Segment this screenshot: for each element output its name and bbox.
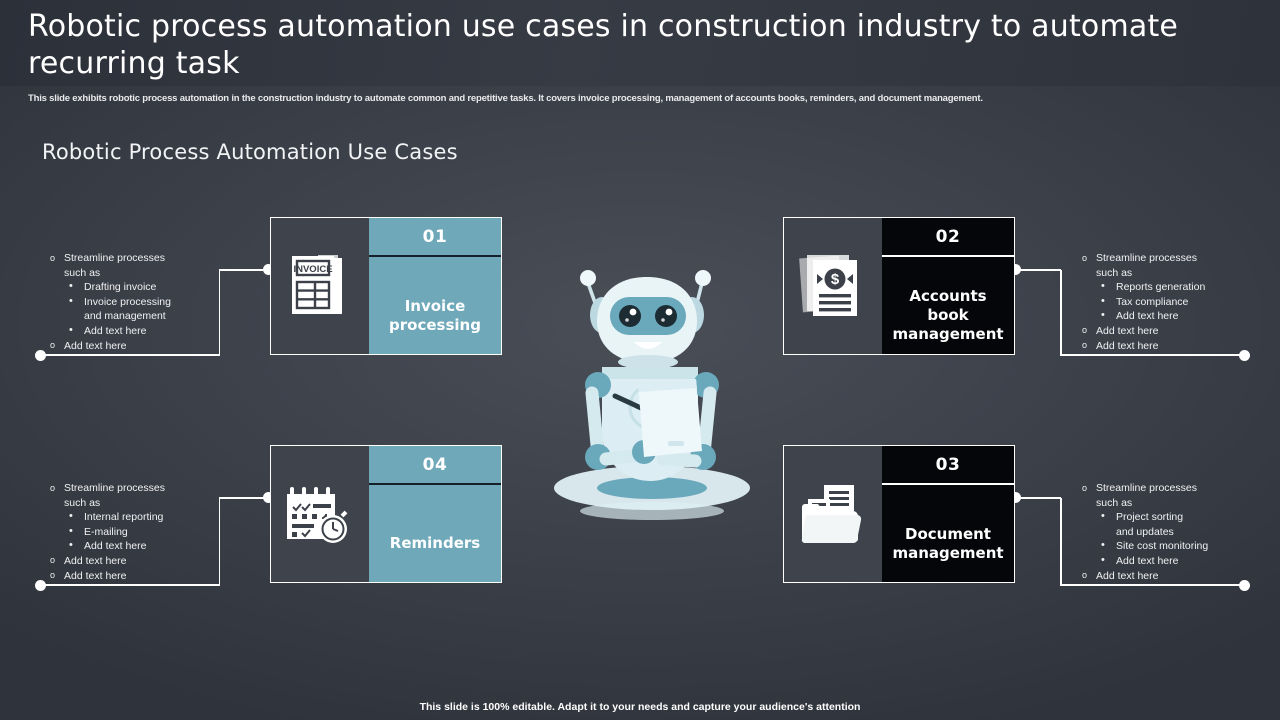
card-02-accounts-book-management[interactable]: $ 02 Accounts book management [783, 217, 1015, 355]
bullet-item: Add text here [1070, 323, 1280, 339]
card-01-number: 01 [422, 227, 448, 247]
connector-endpoint-dot-bottom-right [1239, 580, 1250, 591]
bullet-item: Internal reporting [38, 509, 248, 525]
bullet-item: Add text here [38, 323, 248, 339]
connector-card-dot-01 [263, 264, 274, 275]
bullet-item: Add text here [38, 553, 248, 569]
accounts-money-document-icon: $ [784, 218, 882, 354]
bullet-item: Project sorting [1070, 509, 1280, 525]
card-04-divider [369, 483, 501, 485]
bullet-item: Add text here [1070, 568, 1280, 584]
connector-endpoint-dot-top-left [35, 350, 46, 361]
invoice-document-icon: INVOICE [271, 218, 369, 354]
bullet-item: E-mailing [38, 524, 248, 540]
bullet-item: Reports generation [1070, 279, 1280, 295]
connector-line-top-right-to-card [1015, 269, 1061, 271]
card-03-body: 03 Document management [882, 446, 1014, 582]
card-02-body: 02 Accounts book management [882, 218, 1014, 354]
card-04-number: 04 [422, 455, 448, 475]
connector-line-bottom-left-to-card [218, 497, 269, 499]
bullet-item: such as [1096, 266, 1133, 279]
card-02-label-line2: management [892, 325, 1004, 343]
bullet-item: Add text here [1070, 553, 1280, 569]
bullet-item: Tax compliance [1070, 294, 1280, 310]
bullet-item: such as [64, 266, 101, 279]
connector-line-top-right-horizontal [1060, 354, 1242, 356]
page-title: Robotic process automation use cases in … [28, 9, 1179, 81]
card-03-label: Document management [886, 495, 1009, 563]
card-03-document-management[interactable]: 03 Document management [783, 445, 1015, 583]
bullet-item: such as [64, 496, 101, 509]
card-03-divider [882, 483, 1014, 485]
connector-line-top-left-to-card [218, 269, 269, 271]
bullet-item: Add text here [38, 338, 248, 354]
connector-card-dot-04 [263, 492, 274, 503]
bullet-item: and management [84, 310, 166, 323]
bullet-item: Streamline processes [38, 481, 248, 496]
card-03-label-line2: management [892, 543, 1004, 562]
calendar-clock-icon [271, 446, 369, 582]
svg-text:INVOICE: INVOICE [293, 264, 332, 275]
card-04-reminders[interactable]: 04 Reminders [270, 445, 502, 583]
bullet-item: and updates [1116, 525, 1174, 538]
connector-endpoint-dot-top-right [1239, 350, 1250, 361]
card-01-invoice-processing[interactable]: INVOICE 01 Invoice processing [270, 217, 502, 355]
robot-with-clipboard-illustration [540, 245, 770, 520]
bullet-item: Add text here [38, 568, 248, 584]
connector-line-top-left-horizontal [40, 354, 220, 356]
card-01-body: 01 Invoice processing [369, 218, 501, 354]
connector-line-bottom-right-horizontal [1060, 584, 1242, 586]
connector-endpoint-dot-bottom-left [35, 580, 46, 591]
slide-subtitle: This slide exhibits robotic process auto… [28, 93, 983, 104]
connector-line-top-right-vertical [1060, 270, 1062, 355]
connector-line-bottom-right-vertical [1060, 498, 1062, 585]
card-03-label-line1: Document [905, 524, 991, 543]
folder-document-icon [784, 446, 882, 582]
bullet-item: Streamline processes [38, 251, 248, 266]
card-02-label-line1: Accounts book [909, 287, 987, 324]
card-02-divider [882, 255, 1014, 257]
card-01-label-line1: Invoice [404, 296, 466, 315]
card-01-label-line2: processing [389, 315, 481, 334]
card-01-divider [369, 255, 501, 257]
card-03-number: 03 [935, 455, 961, 475]
card-04-body: 04 Reminders [369, 446, 501, 582]
connector-line-bottom-right-to-card [1015, 497, 1061, 499]
footer-note: This slide is 100% editable. Adapt it to… [419, 701, 861, 713]
bullet-item: Add text here [1070, 338, 1280, 354]
connector-line-bottom-left-horizontal [40, 584, 220, 586]
bullet-item: Invoice processing [38, 294, 248, 310]
bullet-item: Add text here [38, 538, 248, 554]
card-02-number: 02 [935, 227, 961, 247]
card-01-label: Invoice processing [383, 267, 487, 335]
slide-header: Robotic process automation use cases in … [0, 0, 1280, 86]
bullet-item: Site cost monitoring [1070, 538, 1280, 554]
card-02-label: Accounts book management [882, 257, 1014, 344]
bullet-item: Streamline processes [1070, 481, 1280, 496]
bullet-item: Drafting invoice [38, 279, 248, 295]
bullet-item: such as [1096, 496, 1133, 509]
connector-line-top-left-vertical [218, 270, 220, 355]
bullet-item: Streamline processes [1070, 251, 1280, 266]
section-heading: Robotic Process Automation Use Cases [42, 140, 458, 164]
bullet-item: Add text here [1070, 308, 1280, 324]
svg-text:$: $ [831, 271, 840, 288]
card-04-label: Reminders [389, 534, 481, 552]
